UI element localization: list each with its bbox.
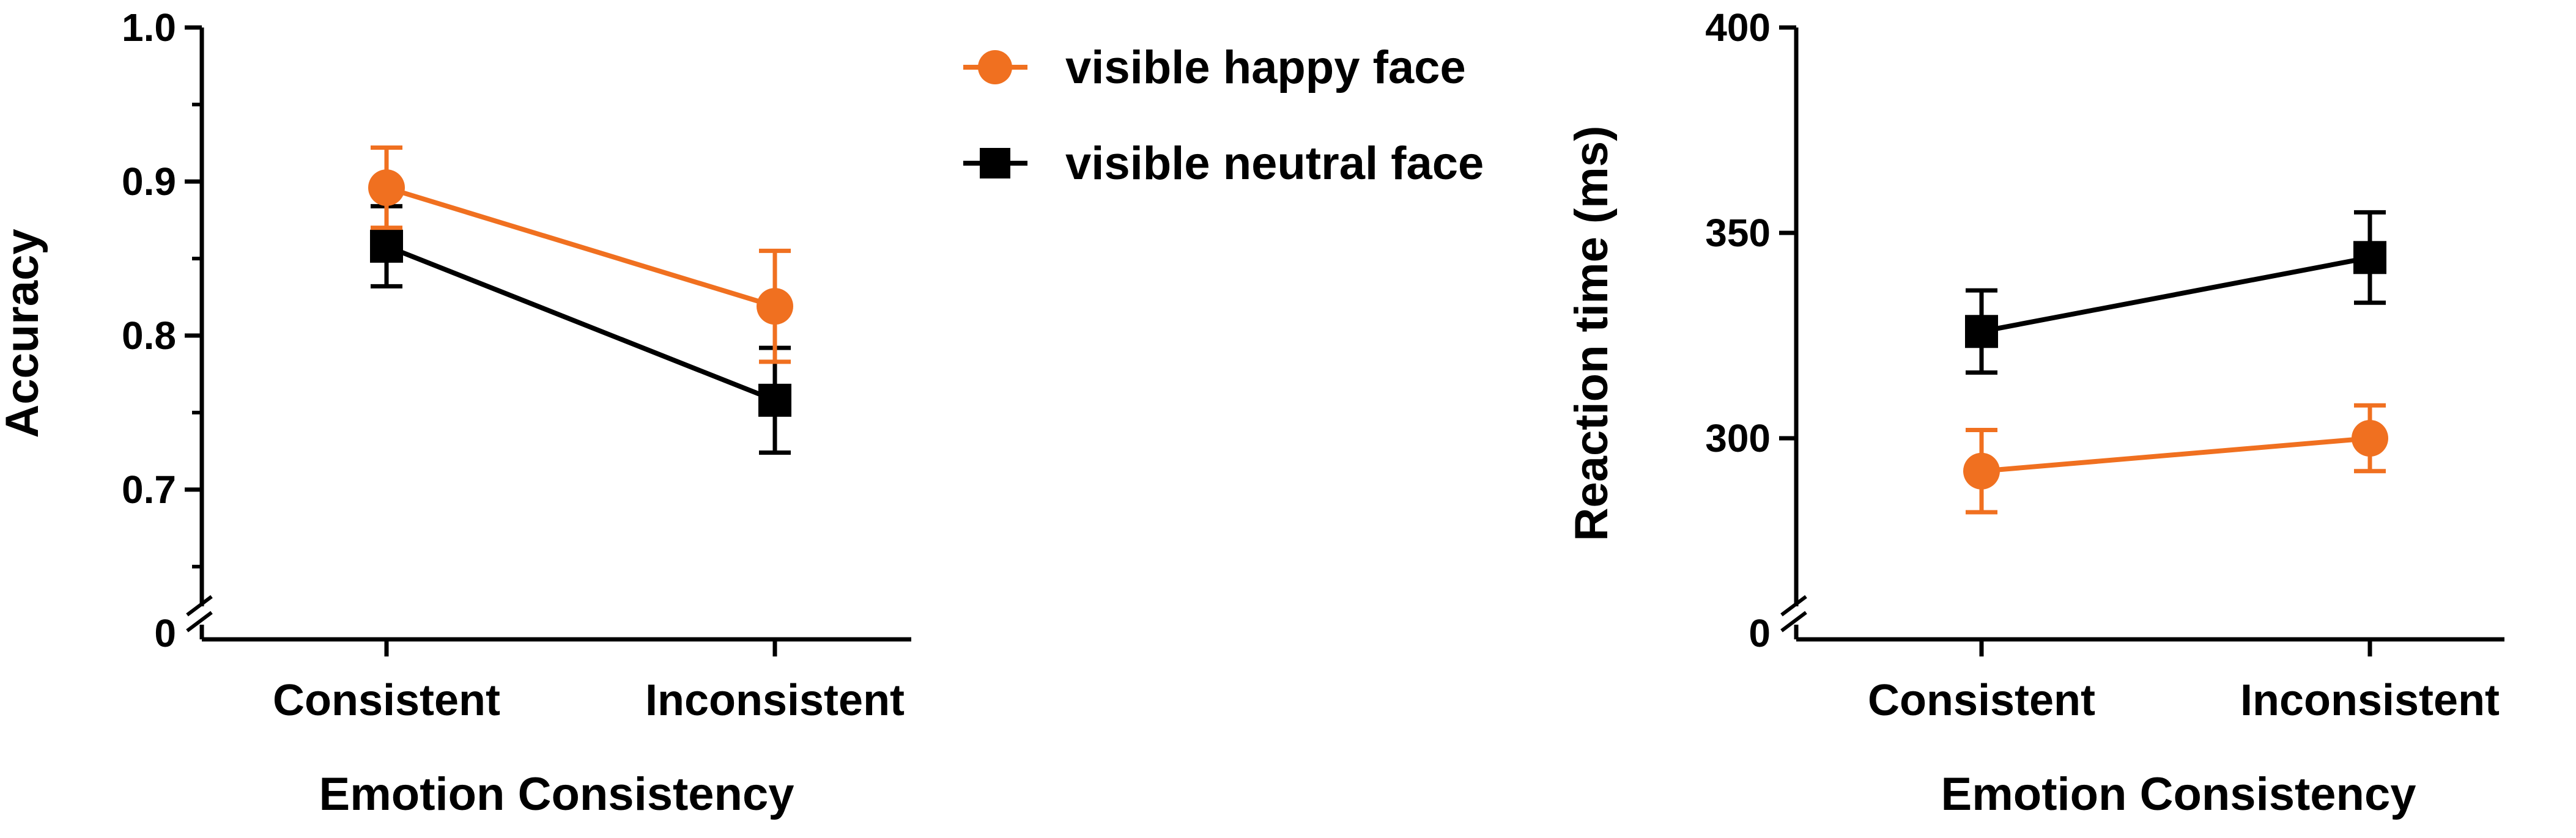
x-tick-label: Inconsistent xyxy=(645,676,905,725)
legend-marker-neutral xyxy=(980,148,1010,178)
legend-label-neutral: visible neutral face xyxy=(1065,138,1484,189)
data-point-happy xyxy=(757,288,793,325)
series-neutral xyxy=(370,204,791,455)
data-point-happy xyxy=(1963,452,2000,490)
legend-label-happy: visible happy face xyxy=(1065,42,1466,94)
y-axis-title: Reaction time (ms) xyxy=(1566,126,1618,542)
series-line-happy xyxy=(1981,436,2371,474)
y-tick-label: 0.8 xyxy=(122,314,176,358)
x-tick-label: Consistent xyxy=(273,676,500,725)
data-point-neutral xyxy=(758,383,791,417)
legend-item-happy: visible happy face xyxy=(963,42,1466,94)
y-tick-label: 400 xyxy=(1705,6,1771,50)
series-happy xyxy=(1963,403,2388,515)
y-tick-label: 0.9 xyxy=(122,160,176,204)
data-point-happy xyxy=(368,169,405,207)
legend-marker-happy xyxy=(978,50,1012,84)
y-axis-title: Accuracy xyxy=(0,229,48,438)
series-happy xyxy=(368,145,793,364)
series-neutral xyxy=(1965,210,2386,375)
y-tick-label: 0.7 xyxy=(122,468,176,512)
x-axis-title: Emotion Consistency xyxy=(1941,768,2416,820)
y-zero-label: 0 xyxy=(1749,611,1771,655)
legend: visible happy face visible neutral face xyxy=(963,42,1484,189)
axis-break-mark xyxy=(186,611,213,633)
series-line-neutral xyxy=(1981,255,2371,334)
series-line-happy xyxy=(385,185,776,309)
axis-break-mark xyxy=(1780,611,1807,633)
data-point-neutral xyxy=(1965,315,1998,348)
x-axis-title: Emotion Consistency xyxy=(319,768,794,820)
y-zero-label: 0 xyxy=(154,611,176,655)
data-point-happy xyxy=(2352,420,2388,457)
y-tick-label: 1.0 xyxy=(122,6,176,50)
x-tick-label: Consistent xyxy=(1868,676,2095,725)
series-line-neutral xyxy=(385,244,776,403)
data-point-neutral xyxy=(2353,241,2386,274)
x-tick-label: Inconsistent xyxy=(2240,676,2500,725)
data-point-neutral xyxy=(370,229,403,263)
y-tick-label: 300 xyxy=(1705,416,1771,460)
legend-item-neutral: visible neutral face xyxy=(963,138,1484,189)
y-tick-label: 350 xyxy=(1705,211,1771,255)
axis-break-mark xyxy=(1780,595,1807,617)
axis-break-mark xyxy=(186,595,213,617)
